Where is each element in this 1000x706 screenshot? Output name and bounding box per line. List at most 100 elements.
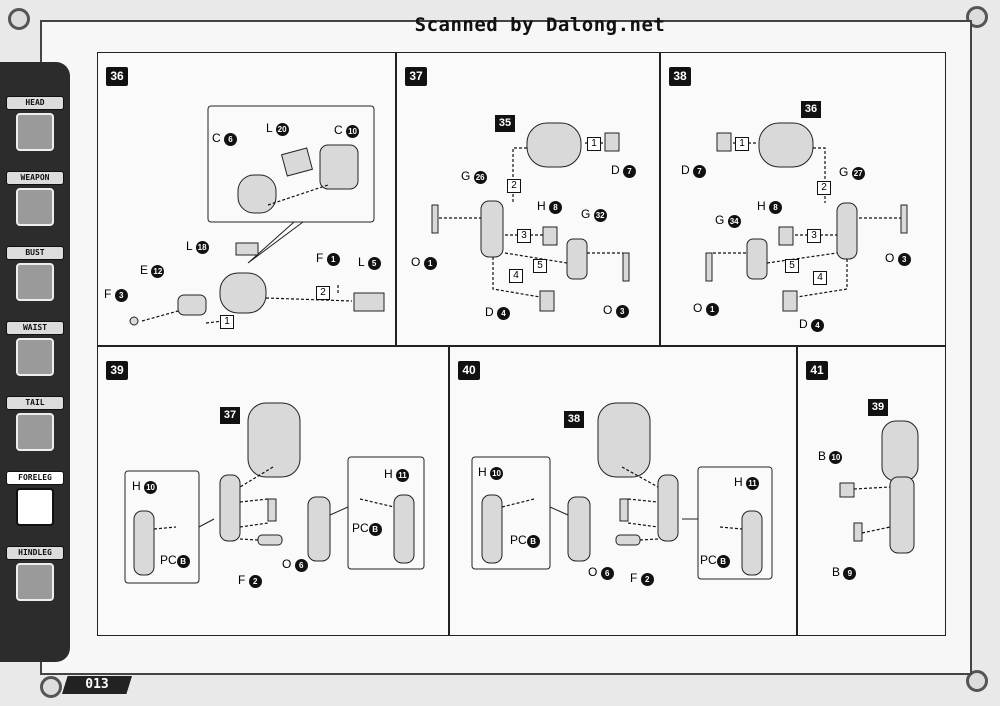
part-number: 32 bbox=[593, 209, 607, 222]
step-number: 39 bbox=[106, 361, 128, 380]
nav-label: BUST bbox=[6, 246, 64, 260]
part-number: 8 bbox=[769, 201, 783, 214]
part-number: 7 bbox=[693, 165, 707, 178]
part-number: 3 bbox=[615, 305, 629, 318]
nav-label: HINDLEG bbox=[6, 546, 64, 560]
order-box-1: 1 bbox=[587, 137, 601, 151]
step-36-panel: 36 C 6 L 20 C 10 L 18 E 12 F 1 L 5 F 3 1… bbox=[97, 52, 396, 346]
order-box-1: 1 bbox=[735, 137, 749, 151]
nav-item-hindleg[interactable]: HINDLEG bbox=[6, 546, 64, 601]
nav-label: TAIL bbox=[6, 396, 64, 410]
bolt-top-left bbox=[8, 8, 30, 30]
order-box-3: 3 bbox=[517, 229, 531, 243]
nav-label: WEAPON bbox=[6, 171, 64, 185]
callout-f2: F 2 bbox=[630, 571, 654, 586]
part-number: 11 bbox=[396, 469, 410, 482]
part-number: 10 bbox=[490, 467, 504, 480]
part-number: 3 bbox=[114, 289, 128, 302]
step-38-panel: 38 36 D 7 G 27 G 34 H 8 O 1 D 4 O 3 1 2 … bbox=[660, 52, 946, 346]
callout-b10: B 10 bbox=[818, 449, 843, 464]
nav-label: WAIST bbox=[6, 321, 64, 335]
bust-part-icon bbox=[16, 263, 54, 301]
callout-g26: G 26 bbox=[461, 169, 487, 184]
subassembly-36: 36 bbox=[801, 101, 821, 118]
step-40-diagram bbox=[471, 402, 773, 580]
callout-l18: L 18 bbox=[186, 239, 209, 254]
nav-label: HEAD bbox=[6, 96, 64, 110]
part-number: 1 bbox=[326, 253, 340, 266]
weapon-part-icon bbox=[16, 188, 54, 226]
order-box-3: 3 bbox=[807, 229, 821, 243]
subassembly-39: 39 bbox=[868, 399, 888, 416]
callout-c6: C 6 bbox=[212, 131, 238, 146]
step-37-diagram bbox=[431, 122, 630, 312]
part-number: 5 bbox=[367, 257, 381, 270]
callout-l20: L 20 bbox=[266, 121, 289, 136]
step-number: 40 bbox=[458, 361, 480, 380]
callout-o1: O 1 bbox=[693, 301, 719, 316]
callout-d4: D 4 bbox=[485, 305, 511, 320]
part-number: 2 bbox=[248, 575, 262, 588]
order-box-2: 2 bbox=[507, 179, 521, 193]
callout-g32: G 32 bbox=[581, 207, 607, 222]
subassembly-35: 35 bbox=[495, 115, 515, 132]
order-box-4: 4 bbox=[813, 271, 827, 285]
part-number: B bbox=[716, 555, 730, 568]
step-41-diagram bbox=[839, 420, 919, 554]
callout-f1: F 1 bbox=[316, 251, 340, 266]
step-number: 37 bbox=[405, 67, 427, 86]
nav-item-tail[interactable]: TAIL bbox=[6, 396, 64, 451]
callout-h8: H 8 bbox=[537, 199, 563, 214]
order-box-2: 2 bbox=[817, 181, 831, 195]
part-number: 12 bbox=[151, 265, 165, 278]
tail-part-icon bbox=[16, 413, 54, 451]
part-number: 7 bbox=[623, 165, 637, 178]
nav-item-head[interactable]: HEAD bbox=[6, 96, 64, 151]
callout-l5: L 5 bbox=[358, 255, 381, 270]
part-number: 10 bbox=[346, 125, 360, 138]
callout-f2: F 2 bbox=[238, 573, 262, 588]
part-number: B bbox=[526, 535, 540, 548]
step-number: 36 bbox=[106, 67, 128, 86]
callout-o1: O 1 bbox=[411, 255, 437, 270]
part-number: 6 bbox=[224, 133, 238, 146]
step-number: 41 bbox=[806, 361, 828, 380]
part-number: 6 bbox=[600, 567, 614, 580]
order-box-5: 5 bbox=[533, 259, 547, 273]
nav-item-waist[interactable]: WAIST bbox=[6, 321, 64, 376]
callout-h11: H 11 bbox=[384, 467, 410, 482]
part-number: 34 bbox=[727, 215, 741, 228]
order-box-2: 2 bbox=[316, 286, 330, 300]
step-39-diagram bbox=[124, 402, 425, 584]
callout-o6: O 6 bbox=[282, 557, 308, 572]
part-number: 1 bbox=[705, 303, 719, 316]
section-nav: HEAD WEAPON BUST WAIST TAIL FORELEG HIND… bbox=[0, 62, 70, 662]
part-number: 3 bbox=[897, 253, 911, 266]
callout-h11: H 11 bbox=[734, 475, 760, 490]
bolt-bottom-left bbox=[40, 676, 62, 698]
callout-e12: E 12 bbox=[140, 263, 165, 278]
part-number: 18 bbox=[195, 241, 209, 254]
part-number: 8 bbox=[549, 201, 563, 214]
nav-item-weapon[interactable]: WEAPON bbox=[6, 171, 64, 226]
step-37-panel: 37 35 D 7 G 26 H 8 G 32 O 1 D 4 O 3 1 2 … bbox=[396, 52, 660, 346]
page-number: 013 bbox=[62, 676, 132, 694]
hindleg-part-icon bbox=[16, 563, 54, 601]
part-number: 10 bbox=[144, 481, 158, 494]
subassembly-37: 37 bbox=[220, 407, 240, 424]
step-41-panel: 41 39 B 10 B 9 bbox=[797, 346, 946, 636]
nav-item-bust[interactable]: BUST bbox=[6, 246, 64, 301]
part-number: B bbox=[176, 555, 190, 568]
step-number: 38 bbox=[669, 67, 691, 86]
part-number: 20 bbox=[275, 123, 289, 136]
callout-g34: G 34 bbox=[715, 213, 741, 228]
callout-h10: H 10 bbox=[478, 465, 504, 480]
callout-b9: B 9 bbox=[832, 565, 857, 580]
part-number: B bbox=[368, 523, 382, 536]
nav-item-foreleg[interactable]: FORELEG bbox=[6, 471, 64, 526]
step-38-diagram bbox=[705, 122, 908, 312]
